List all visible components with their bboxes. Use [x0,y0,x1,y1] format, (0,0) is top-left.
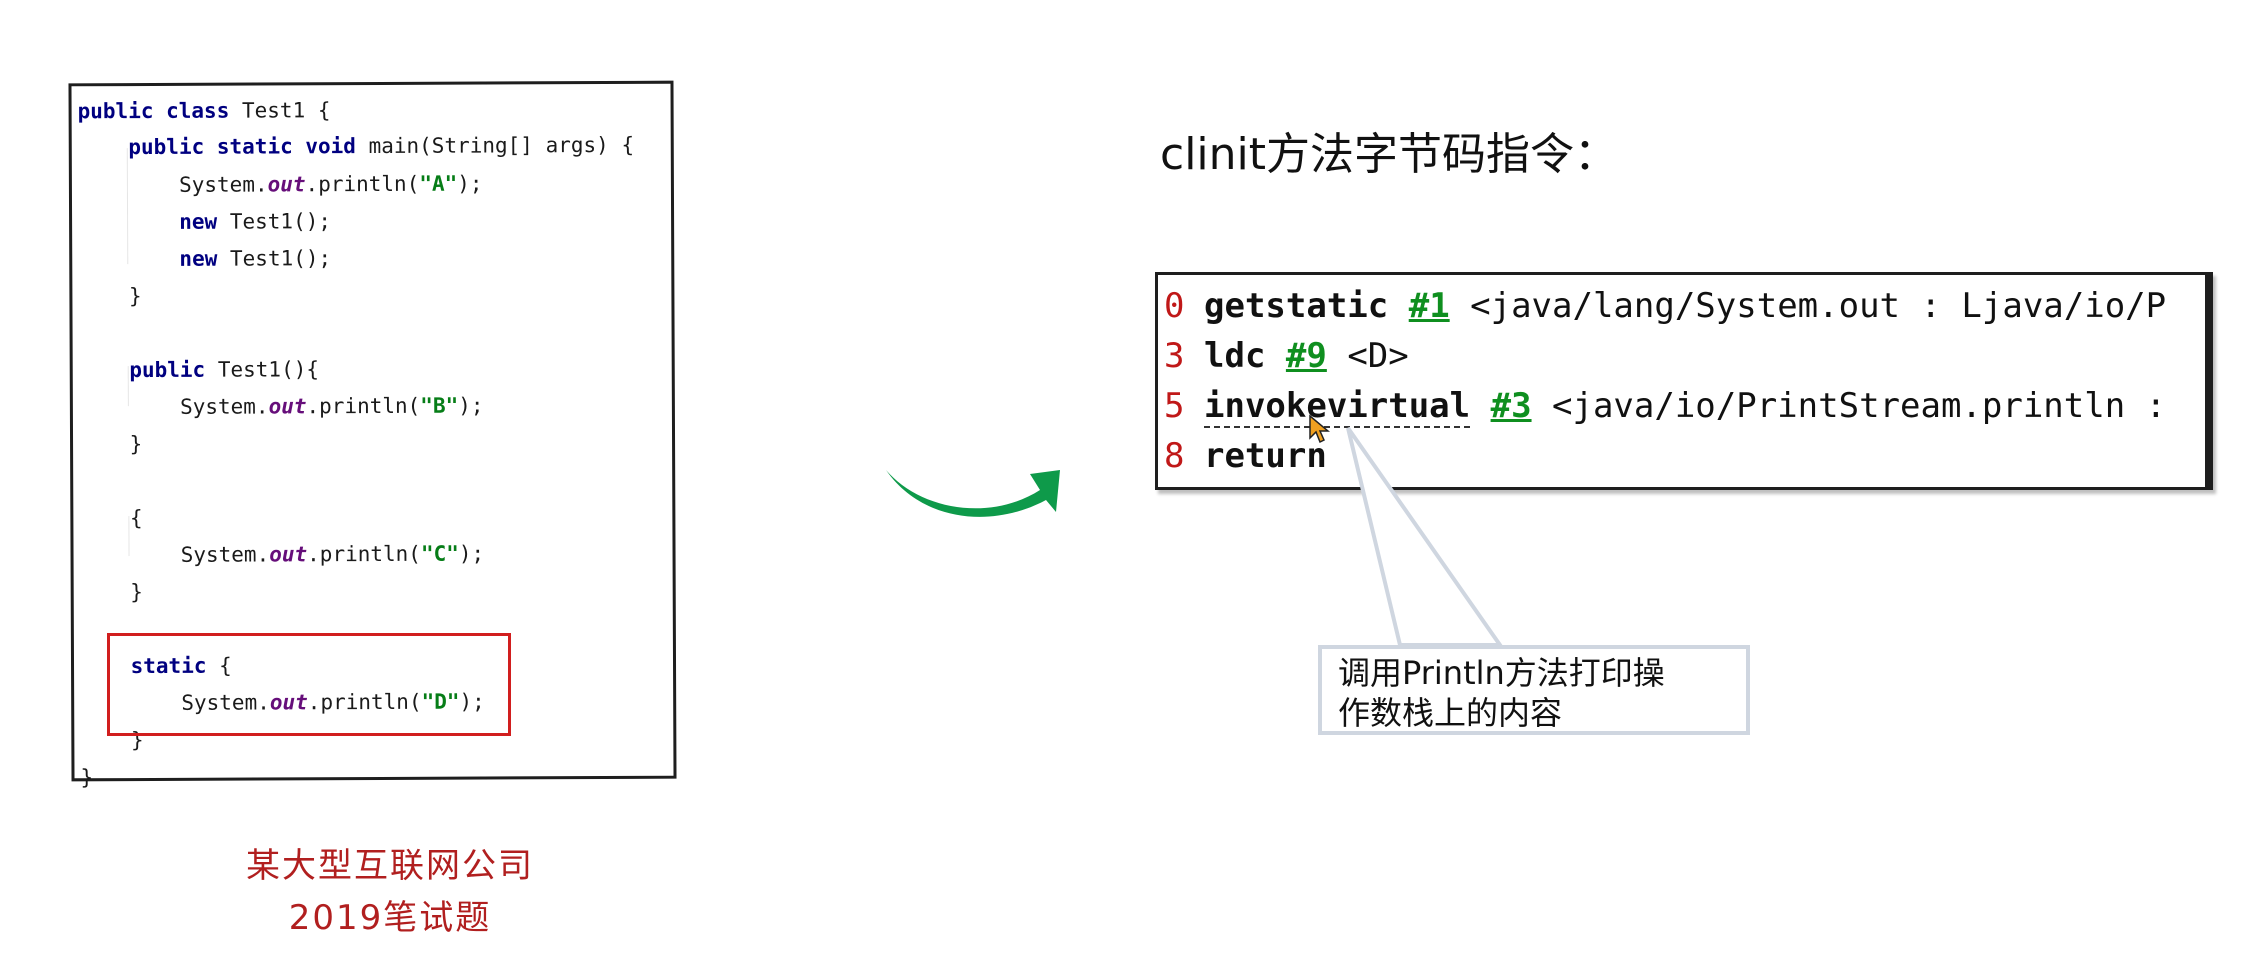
code-token: } [79,580,143,605]
code-token: public static void [128,134,369,160]
code-token: } [78,284,142,309]
code-token: } [80,765,94,790]
code-token: public class [77,98,243,124]
code-token: System. [78,394,269,420]
code-token: Test1 { [241,98,331,123]
code-token [78,247,179,271]
bytecode-index: 3 [1164,336,1185,376]
code-token: Test1(); [229,209,332,234]
caption-line-1: 某大型互联网公司 [246,846,534,886]
code-line: public Test1(){ [79,354,319,385]
code-token: System. [79,542,270,568]
bytecode-ref-link[interactable]: #3 [1490,386,1532,426]
code-line: public class Test1 { [78,95,331,126]
code-token: Test1(); [229,246,332,271]
bytecode-index: 5 [1164,386,1185,426]
static-block-highlight [107,633,511,736]
bytecode-panel: 0 getstatic #1 <java/lang/System.out : Lj… [1155,272,2213,490]
bytecode-line: 8 return [1164,431,1327,481]
code-token: { [79,506,143,531]
bytecode-line: 5 invokevirtual #3 <java/io/PrintStream.p… [1164,381,2166,431]
code-token: .println( [306,393,421,419]
bytecode-index: 0 [1164,286,1185,326]
code-token: "A" [419,171,458,196]
code-token: "C" [420,541,459,566]
tooltip-line-1: 调用Println方法打印操 [1338,654,1665,692]
code-line: System.out.println("B"); [79,391,484,423]
page-title: clinit方法字节码指令： [1160,129,1619,180]
code-token: new [179,246,231,271]
bytecode-opcode: return [1204,436,1327,476]
code-line: } [80,762,93,792]
code-token: public [129,357,218,383]
mouse-cursor-icon [1309,414,1330,444]
tooltip: 调用Println方法打印操 作数栈上的内容 [1318,645,1750,735]
code-line: } [80,577,143,607]
code-line: System.out.println("C"); [79,539,485,571]
bytecode-line: 3 ldc #9 <D> [1164,331,1409,381]
code-token: out [268,394,307,419]
code-line: } [78,281,142,311]
code-token: main(String[] args) { [368,132,635,159]
bytecode-opcode: invokevirtual [1204,386,1471,428]
bytecode-operand: <java/io/PrintStream.println : [1531,386,2167,426]
code-token: ); [457,171,483,196]
code-token: "B" [420,393,459,418]
code-token: ); [458,541,485,566]
tooltip-line-2: 作数栈上的内容 [1338,694,1563,732]
code-lines: public class Test1 { public static void … [71,84,670,789]
bytecode-opcode: getstatic [1204,286,1389,326]
code-token [79,358,130,382]
bytecode-operand: <java/lang/System.out : Ljava/io/P [1449,286,2167,326]
code-line: public static void main(String[] args) { [78,130,634,162]
curved-arrow-icon [886,470,1060,517]
code-token [78,210,179,234]
code-token: } [79,432,143,457]
code-token: out [267,172,306,197]
code-line: new Test1(); [78,206,331,237]
code-token: System. [77,172,268,198]
code-line: { [79,503,143,533]
code-token: Test1(){ [217,357,320,382]
code-line: System.out.println("A"); [78,169,483,201]
code-token: out [269,542,308,567]
code-line: } [79,429,143,459]
code-token: .println( [307,541,421,567]
code-token: ); [458,393,484,418]
source-caption: 某大型互联网公司 2019笔试题 [170,840,610,944]
bytecode-ref-link[interactable]: #9 [1285,336,1327,376]
bytecode-index: 8 [1164,436,1185,476]
code-token [78,135,129,159]
code-line: new Test1(); [78,243,331,274]
bytecode-operand: <D> [1326,336,1409,376]
caption-line-2: 2019笔试题 [288,898,492,938]
code-token: .println( [305,171,420,197]
bytecode-ref-link[interactable]: #1 [1408,286,1450,326]
code-token: new [179,209,230,234]
bytecode-line: 0 getstatic #1 <java/lang/System.out : Lj… [1164,281,2166,331]
bytecode-opcode: ldc [1204,336,1266,376]
